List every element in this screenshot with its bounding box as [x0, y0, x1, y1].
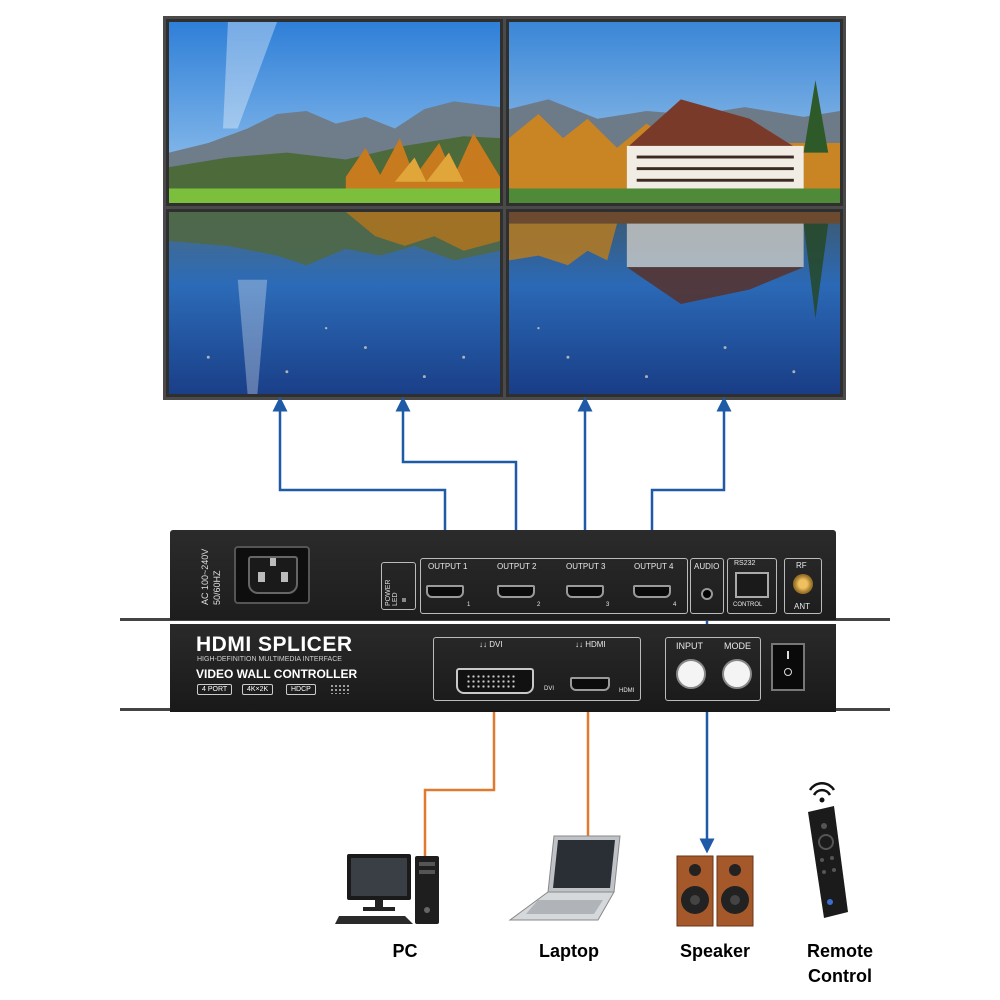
badge-hdcp: HDCP — [286, 684, 316, 695]
hdmi-output-port-2[interactable] — [497, 585, 535, 598]
output-4-label: OUTPUT 4 — [634, 562, 674, 571]
video-wall — [163, 16, 846, 400]
speaker-caption: Speaker — [679, 941, 751, 961]
output-1-label: OUTPUT 1 — [428, 562, 468, 571]
output-3-number: 3 — [606, 602, 610, 608]
audio-label: AUDIO — [694, 562, 720, 571]
hdmi-label-text: HDMI — [585, 640, 606, 649]
input-button[interactable] — [676, 659, 706, 689]
hdmi-label: ↓↓ HDMI — [575, 640, 606, 649]
power-switch-on-mark — [787, 651, 789, 659]
mode-button-label: MODE — [724, 641, 751, 651]
power-rating-label: AC 100~240V — [200, 548, 210, 605]
remote-icon — [808, 781, 848, 918]
vent-holes — [330, 684, 350, 694]
dvi-label: ↓↓ DVI — [479, 640, 503, 649]
brand-title: HDMI SPLICER — [196, 633, 353, 656]
output-cable-1 — [272, 396, 447, 562]
laptop-caption: Laptop — [539, 941, 599, 961]
pc-icon — [335, 854, 439, 924]
button-group — [665, 637, 761, 701]
screen-top-left — [166, 19, 503, 206]
audio-port-box — [690, 558, 724, 614]
hdmi-output-port-4[interactable] — [633, 585, 671, 598]
badge-ports: 4 PORT — [197, 684, 233, 695]
product-name: VIDEO WALL CONTROLLER — [196, 667, 358, 681]
hdmi-output-port-3[interactable] — [566, 585, 604, 598]
remote-caption-line-1: Remote — [806, 941, 873, 961]
screen-top-right — [506, 19, 843, 206]
hdmi-small-label: HDMI — [619, 688, 635, 694]
remote-caption-line-2: Control — [808, 966, 872, 986]
socket-pin-ground — [270, 558, 276, 566]
ant-label: ANT — [794, 602, 810, 611]
output-2-number: 2 — [537, 602, 541, 608]
wireless-signal-icon — [808, 781, 836, 791]
output-1-number: 1 — [467, 602, 471, 608]
rf-antenna-connector[interactable] — [793, 574, 813, 594]
power-led-label: POWER LED — [385, 579, 399, 606]
socket-pin-right — [281, 572, 288, 582]
speaker-icon — [676, 855, 754, 927]
control-label: CONTROL — [733, 602, 763, 608]
dvi-pins — [466, 674, 516, 688]
dvi-small-label: DVI — [544, 686, 555, 692]
dvi-label-text: DVI — [489, 640, 503, 649]
power-switch-off-mark — [784, 668, 792, 676]
frequency-label: 50/60HZ — [212, 570, 222, 605]
brand-subtitle: HIGH-DEFINITION MULTIMEDIA INTERFACE — [197, 656, 342, 663]
rf-port-box — [784, 558, 822, 614]
power-led-box — [381, 562, 416, 610]
badge-resolution: 4K×2K — [242, 684, 274, 695]
hdmi-input-port[interactable] — [570, 677, 610, 691]
pc-caption: PC — [392, 941, 418, 961]
hdmi-output-port-1[interactable] — [426, 585, 464, 598]
rs232-control-port[interactable] — [735, 572, 769, 598]
screen-bottom-left — [166, 209, 503, 397]
power-led-indicator — [402, 598, 406, 602]
mode-button[interactable] — [722, 659, 752, 689]
rf-label: RF — [796, 561, 807, 570]
socket-pin-left — [258, 572, 265, 582]
output-4-number: 4 — [673, 602, 677, 608]
input-button-label: INPUT — [676, 641, 703, 651]
output-2-label: OUTPUT 2 — [497, 562, 537, 571]
output-cable-4 — [650, 396, 732, 562]
audio-jack[interactable] — [701, 588, 713, 600]
output-port-group — [420, 558, 688, 614]
output-3-label: OUTPUT 3 — [566, 562, 606, 571]
rs232-port-box — [727, 558, 777, 614]
screen-bottom-right — [506, 209, 843, 397]
dvi-cable — [423, 690, 496, 858]
rs232-label: RS232 — [734, 560, 756, 567]
input-port-group — [433, 637, 641, 701]
laptop-icon — [508, 835, 621, 921]
output-cable-2 — [395, 396, 518, 562]
